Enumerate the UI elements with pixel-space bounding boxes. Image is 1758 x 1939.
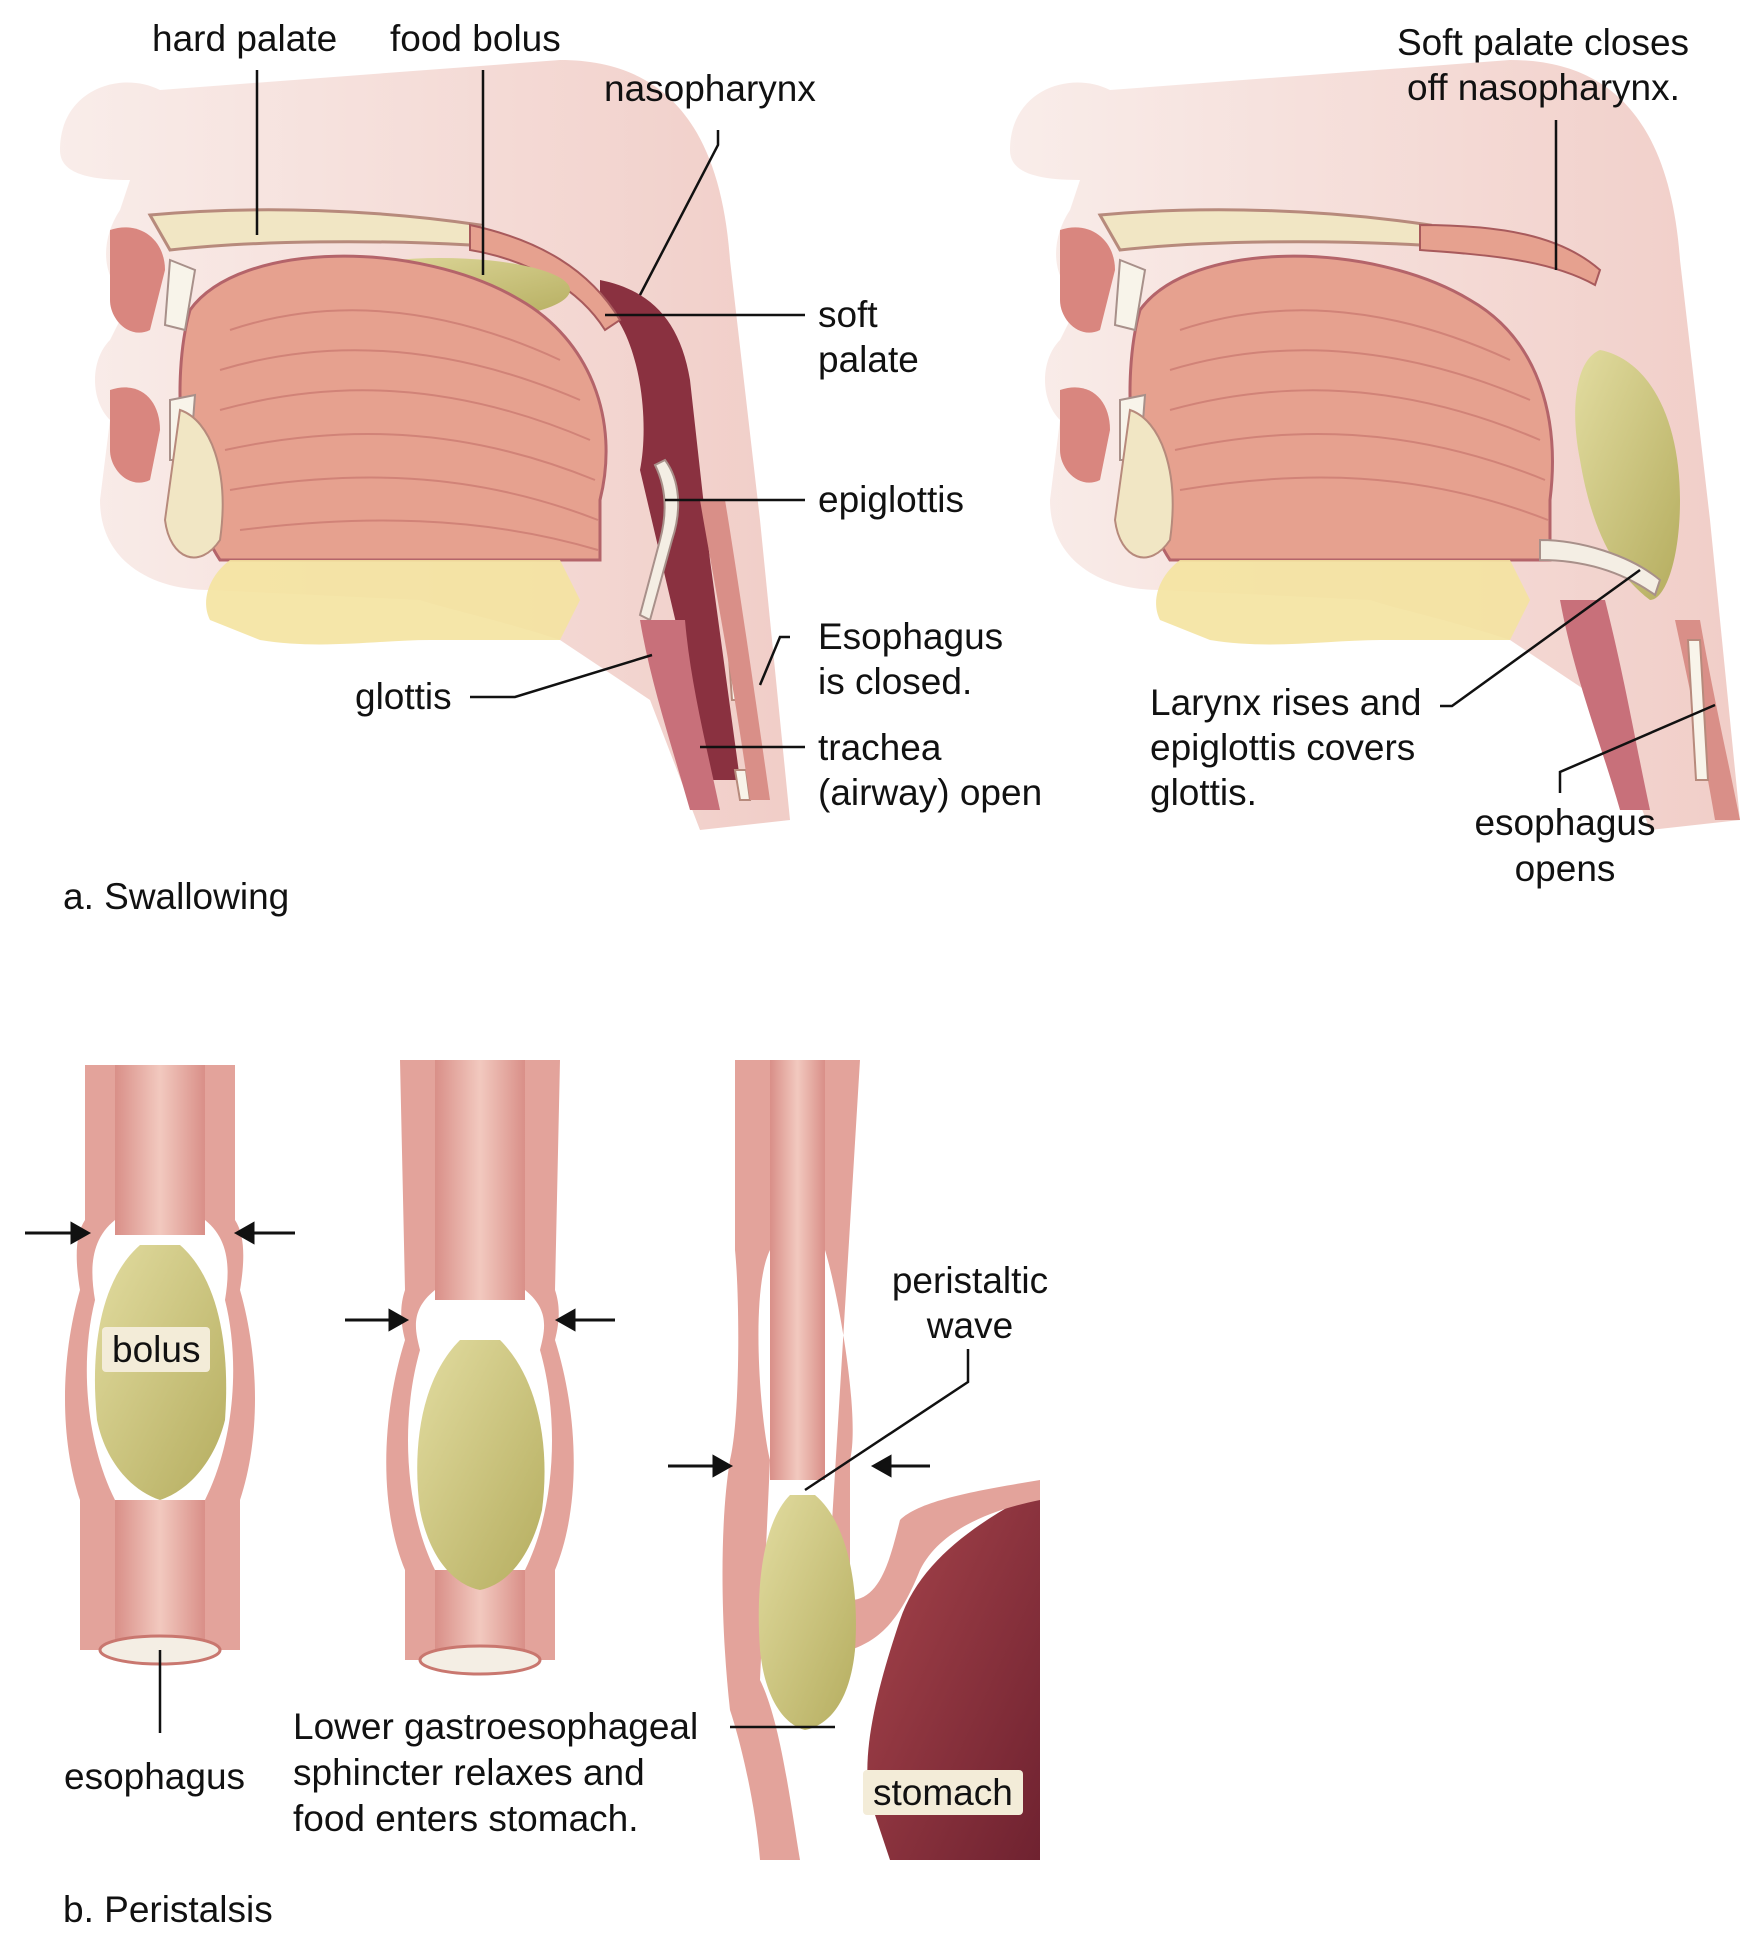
label-sphincter-1: Lower gastroesophageal xyxy=(293,1706,699,1747)
bolus xyxy=(758,1495,856,1730)
tongue-fibers xyxy=(1169,309,1549,521)
arrow-right-icon xyxy=(70,1221,92,1245)
tube-opening xyxy=(418,1644,542,1676)
leader-lines xyxy=(158,70,1716,1733)
label-glottis: glottis xyxy=(355,676,452,717)
label-bolus: bolus xyxy=(102,1327,211,1372)
trachea xyxy=(1560,600,1650,810)
label-esophagus-opens-2: opens xyxy=(1514,848,1616,889)
lower-lip xyxy=(110,387,160,483)
label-sphincter-3: food enters stomach. xyxy=(293,1798,639,1839)
esophagus xyxy=(700,500,770,800)
label-food-bolus: food bolus xyxy=(390,18,561,59)
tube-wall-right xyxy=(525,1060,574,1660)
food-bolus xyxy=(1575,350,1680,600)
bolus xyxy=(417,1340,545,1590)
label-sphincter-2: sphincter relaxes and xyxy=(293,1752,645,1793)
label-peristaltic-wave-2: wave xyxy=(926,1305,1014,1346)
jaw-bone xyxy=(163,408,224,559)
label-trachea-2: (airway) open xyxy=(818,772,1043,813)
head-section-before xyxy=(60,60,790,830)
label-nasopharynx: nasopharynx xyxy=(604,68,816,109)
label-larynx-rises-2: epiglottis covers xyxy=(1150,727,1416,768)
soft-palate xyxy=(469,223,622,332)
soft-palate-closed xyxy=(1419,223,1602,287)
arrow-right-icon xyxy=(712,1454,734,1478)
arrow-left-icon xyxy=(554,1308,576,1332)
head-section-after xyxy=(1010,60,1740,830)
lower-lip xyxy=(1060,387,1110,483)
label-soft-palate-1: soft xyxy=(818,294,878,335)
esophagus-tube-3 xyxy=(722,1060,1040,1860)
label-esophagus: esophagus xyxy=(64,1756,246,1797)
tube-lumen xyxy=(115,1065,205,1235)
label-esophagus-opens-1: esophagus xyxy=(1474,802,1656,843)
upper-tooth xyxy=(163,258,197,332)
label-soft-palate-2: palate xyxy=(818,339,919,380)
label-hard-palate: hard palate xyxy=(152,18,338,59)
tube-wall-left xyxy=(65,1065,115,1650)
tube-lumen xyxy=(770,1060,825,1480)
tube-wall-right xyxy=(205,1065,255,1650)
label-peristaltic-wave-1: peristaltic xyxy=(891,1260,1049,1301)
label-esophagus-closed-2: is closed. xyxy=(818,661,973,702)
label-trachea-1: trachea xyxy=(818,727,942,768)
tube-wall-left xyxy=(386,1060,435,1660)
esophagus-tube-2 xyxy=(386,1060,574,1676)
label-larynx-rises-1: Larynx rises and xyxy=(1150,682,1422,723)
tube-lumen xyxy=(435,1060,525,1300)
arrow-left-icon xyxy=(870,1454,892,1478)
label-stomach: stomach xyxy=(863,1770,1023,1815)
esophagus-tube-1 xyxy=(65,1065,255,1666)
label-soft-palate-closes-1: Soft palate closes xyxy=(1397,22,1690,63)
caption-swallowing: a. Swallowing xyxy=(63,876,290,917)
cartilage-ring xyxy=(1686,639,1710,781)
upper-tooth xyxy=(1113,258,1147,332)
tongue-fibers xyxy=(219,309,599,551)
trachea xyxy=(640,620,720,810)
stomach xyxy=(867,1490,1040,1860)
arrow-left-icon xyxy=(233,1221,255,1245)
upper-lip xyxy=(110,227,165,333)
constriction-arrows xyxy=(25,1221,930,1478)
submandibular-fat xyxy=(1156,560,1530,645)
jaw-bone xyxy=(1113,408,1174,559)
label-epiglottis: epiglottis xyxy=(818,479,965,520)
submandibular-fat xyxy=(206,560,580,645)
tube-lumen xyxy=(115,1500,205,1650)
caption-peristalsis: b. Peristalsis xyxy=(63,1889,273,1930)
label-esophagus-closed-1: Esophagus xyxy=(818,616,1004,657)
label-soft-palate-closes-2: off nasopharynx. xyxy=(1407,67,1680,108)
bolus xyxy=(94,1245,227,1500)
arrow-right-icon xyxy=(388,1308,410,1332)
upper-lip xyxy=(1060,227,1115,333)
label-larynx-rises-3: glottis. xyxy=(1150,772,1257,813)
epiglottis-covering xyxy=(1539,538,1662,597)
tube-wall-left xyxy=(722,1060,800,1860)
